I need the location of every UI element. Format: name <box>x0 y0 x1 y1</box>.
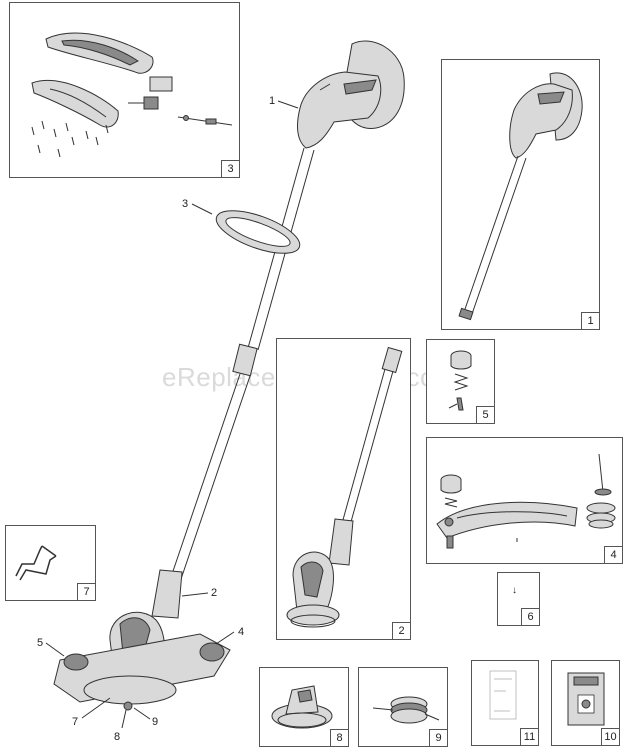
label-plate-drawing <box>567 672 605 726</box>
panel-spool: 9 <box>358 667 448 747</box>
callout-3: 3 <box>182 198 189 210</box>
callout-5: 5 <box>37 637 44 649</box>
panel-guard-wire: 7 <box>5 525 96 601</box>
panel-small-part: ↓ 6 <box>497 572 540 626</box>
panel-label-plate: 10 <box>551 660 620 746</box>
callout-9: 9 <box>152 716 159 728</box>
panel-number-5: 5 <box>476 406 494 423</box>
guard-wire-drawing <box>15 545 57 581</box>
panel-number-7: 7 <box>77 583 95 600</box>
callout-2: 2 <box>211 587 218 599</box>
panel-lower-shaft: 2 <box>276 338 411 640</box>
handle-kit-drawing <box>31 32 233 158</box>
panel-handle-kit: 3 <box>9 2 240 178</box>
panel-number-6: 6 <box>521 608 539 625</box>
panel-number-2: 2 <box>392 622 410 639</box>
panel-number-9: 9 <box>429 729 447 746</box>
panel-number-1: 1 <box>581 312 599 329</box>
callout-7: 7 <box>72 716 79 728</box>
panel-upper-shaft: 1 <box>441 59 600 330</box>
panel-number-11: 11 <box>520 728 538 745</box>
spool-cap-drawing <box>271 685 333 729</box>
panel-manual: 11 <box>471 660 539 746</box>
spool-drawing <box>372 696 440 724</box>
small-part-mark: ↓ <box>512 585 517 596</box>
panel-number-4: 4 <box>604 546 622 563</box>
panel-number-3: 3 <box>221 160 239 177</box>
callout-1: 1 <box>269 95 276 107</box>
panel-spool-cap: 8 <box>259 667 349 747</box>
manual-drawing <box>489 670 517 720</box>
upper-shaft-drawing <box>458 72 583 321</box>
panel-number-8: 8 <box>330 729 348 746</box>
spring-kit-drawing <box>448 350 472 411</box>
panel-number-10: 10 <box>601 728 619 745</box>
panel-deck-kit: 4 <box>426 437 623 564</box>
deck-kit-drawing <box>436 453 616 549</box>
callout-4: 4 <box>238 626 245 638</box>
callout-8: 8 <box>114 731 121 743</box>
lower-shaft-drawing <box>286 346 403 628</box>
panel-spring-kit: 5 <box>426 339 495 424</box>
